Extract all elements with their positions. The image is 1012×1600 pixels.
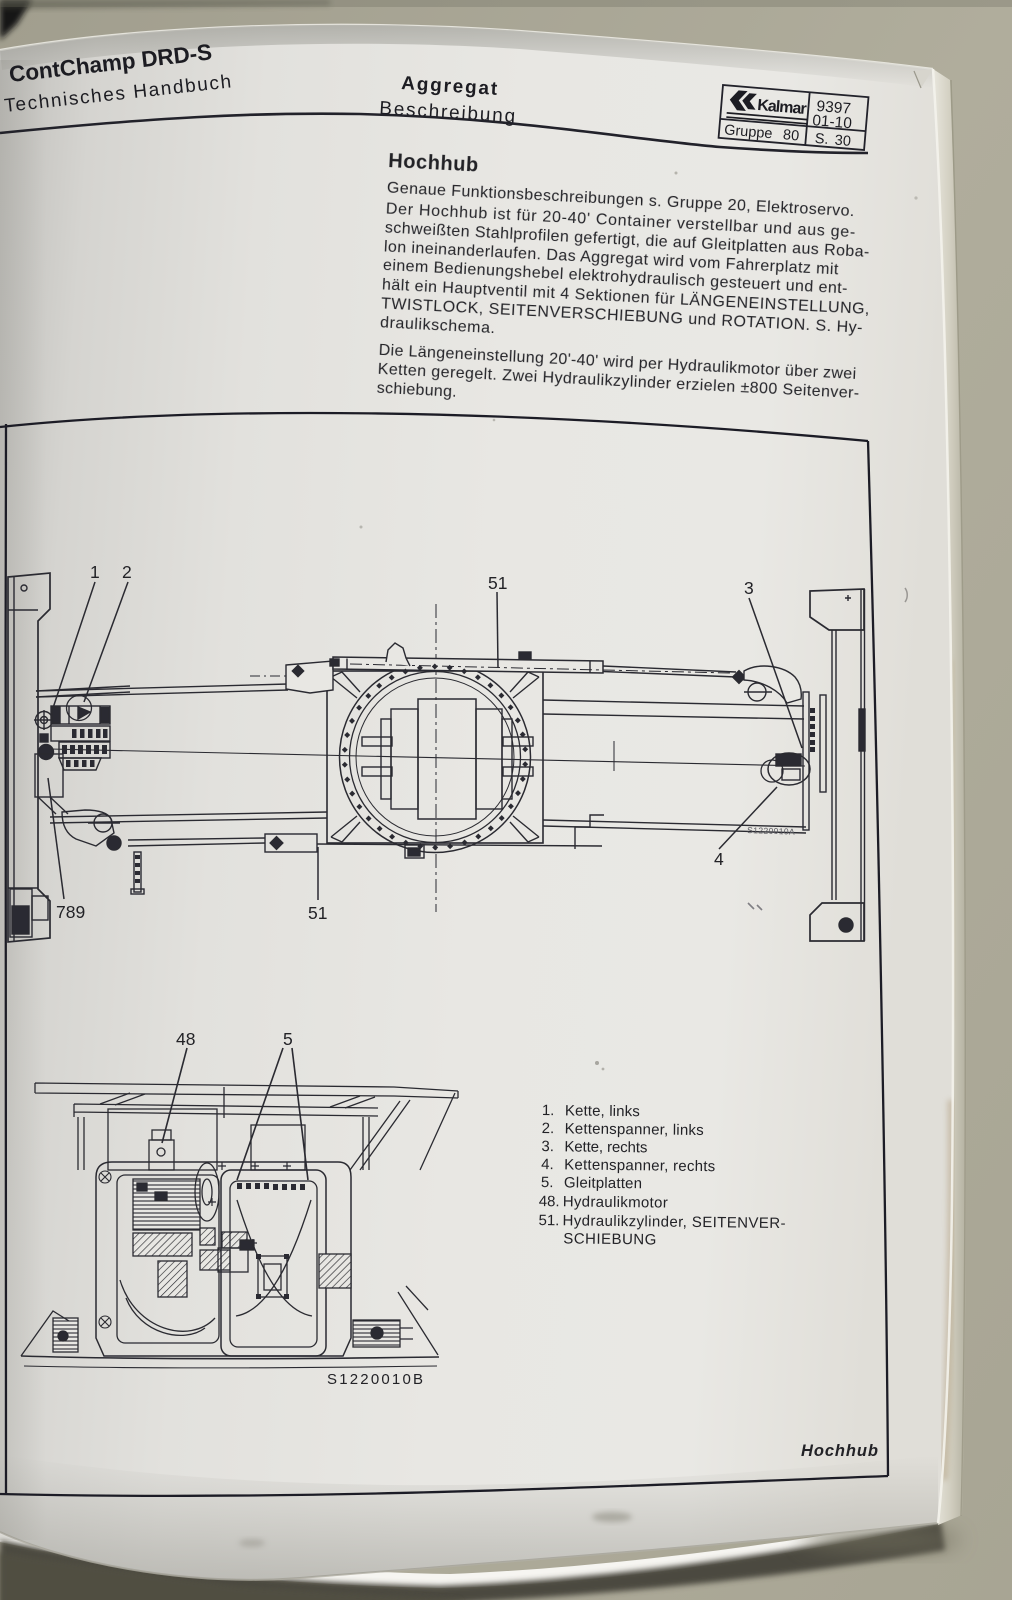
svg-text:S1220010B: S1220010B [327, 1371, 425, 1388]
svg-text:51: 51 [488, 573, 507, 593]
svg-text:S1220010A: S1220010A [747, 825, 795, 837]
svg-text:schiebung.: schiebung. [376, 380, 457, 401]
svg-text:Gruppe: Gruppe [724, 122, 774, 142]
svg-text:Kalmar: Kalmar [757, 97, 807, 118]
svg-text:5.: 5. [541, 1174, 554, 1191]
svg-text:01-10: 01-10 [812, 112, 853, 132]
svg-text:4.: 4. [541, 1156, 554, 1173]
svg-text:Hochhub: Hochhub [388, 150, 479, 177]
svg-text:789: 789 [56, 902, 85, 922]
svg-text:51: 51 [308, 903, 327, 923]
svg-text:2.: 2. [542, 1120, 555, 1137]
svg-text:3: 3 [744, 578, 754, 598]
svg-text:Hochhub: Hochhub [801, 1442, 878, 1460]
svg-text:1: 1 [90, 562, 100, 582]
svg-text:S.: S. [814, 131, 829, 148]
svg-text:4: 4 [714, 849, 724, 869]
svg-text:51.: 51. [538, 1212, 559, 1229]
svg-text:Hydraulikzylinder, SEITENVER-: Hydraulikzylinder, SEITENVER- [562, 1212, 785, 1232]
svg-text:Kettenspanner, rechts: Kettenspanner, rechts [564, 1156, 715, 1175]
svg-text:48.: 48. [539, 1193, 560, 1210]
svg-text:SCHIEBUNG: SCHIEBUNG [563, 1230, 656, 1248]
svg-text:Kette, rechts: Kette, rechts [564, 1138, 647, 1156]
svg-text:draulikschema.: draulikschema. [380, 314, 496, 337]
svg-text:5: 5 [283, 1029, 293, 1049]
svg-text:2: 2 [122, 562, 132, 582]
svg-text:80: 80 [782, 127, 799, 144]
svg-text:Kette, links: Kette, links [565, 1102, 640, 1120]
svg-text:9397: 9397 [816, 98, 852, 118]
svg-text:3.: 3. [541, 1138, 554, 1155]
svg-text:Kettenspanner, links: Kettenspanner, links [565, 1120, 704, 1139]
svg-text:30: 30 [834, 133, 851, 150]
svg-text:Gleitplatten: Gleitplatten [564, 1174, 642, 1192]
svg-text:48: 48 [176, 1029, 195, 1049]
svg-text:Hydraulikmotor: Hydraulikmotor [563, 1193, 668, 1211]
svg-text:1.: 1. [542, 1102, 555, 1119]
